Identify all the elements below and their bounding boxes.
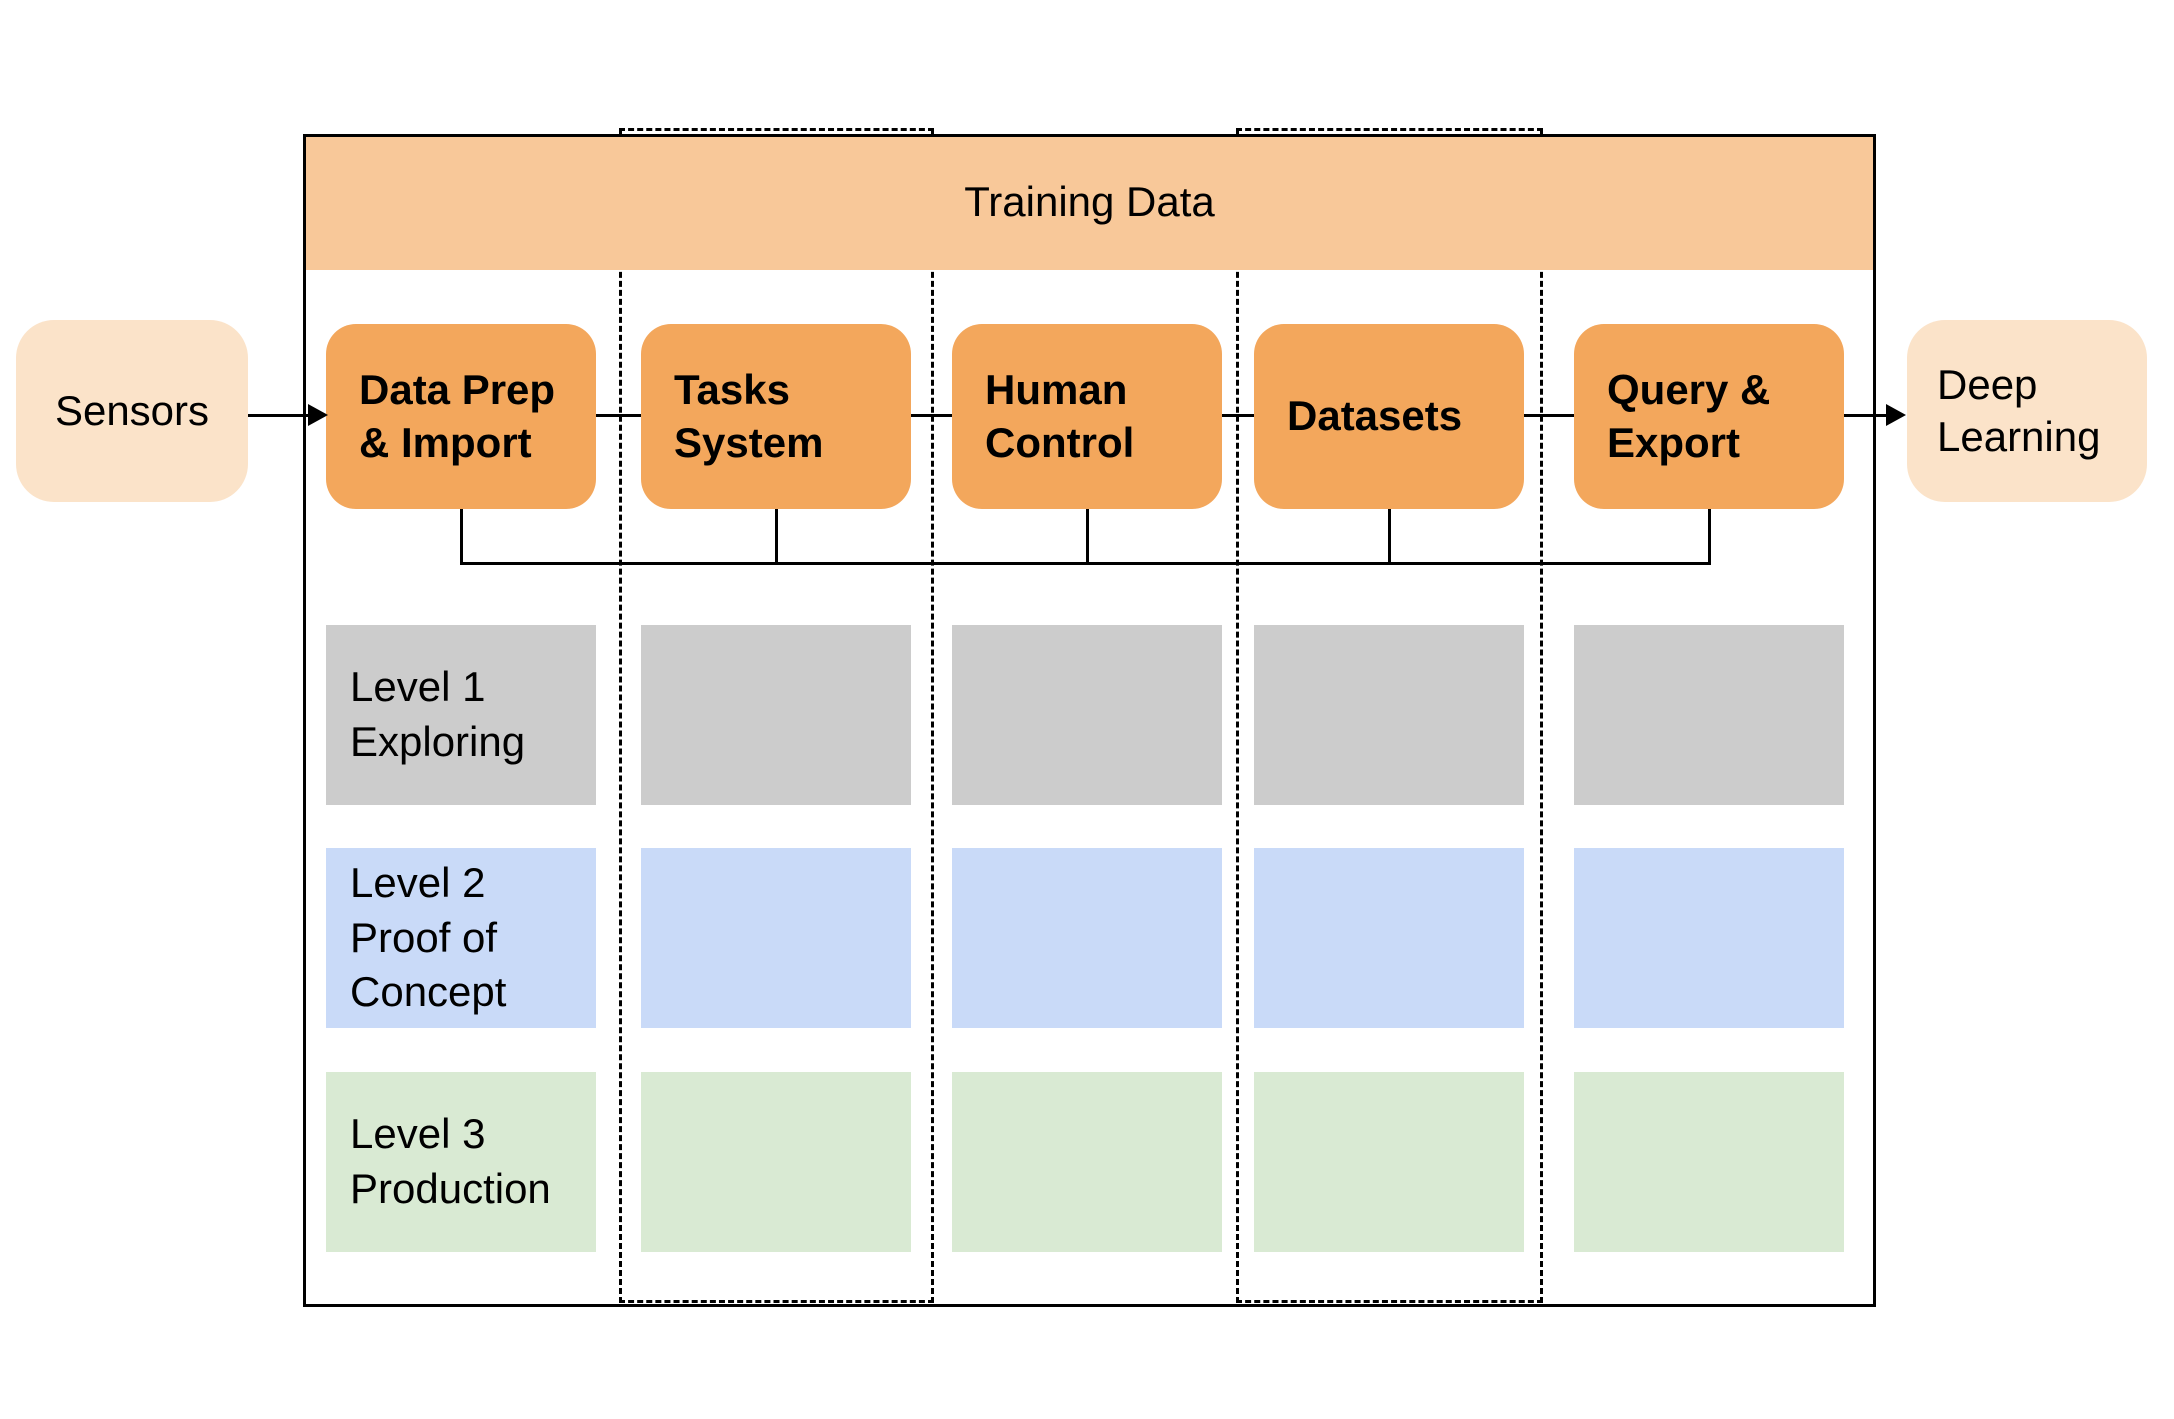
level3-cell bbox=[1254, 1072, 1524, 1252]
dashed-column-tasks-system bbox=[619, 128, 934, 1303]
arrow-deep-learning-head-icon bbox=[1886, 404, 1906, 426]
stage-datasets-label: Datasets bbox=[1287, 392, 1463, 440]
drop-line-stage3 bbox=[1086, 509, 1089, 564]
drop-line-stage1 bbox=[460, 509, 463, 564]
training-data-title: Training Data bbox=[964, 178, 1215, 225]
level1-label: Level 1 Exploring bbox=[350, 663, 526, 765]
stage-datasets: Datasets bbox=[1254, 324, 1524, 509]
stage-query-export-label: Query & Export bbox=[1607, 366, 1771, 466]
stage-tasks-system: Tasks System bbox=[641, 324, 911, 509]
level2-cell bbox=[952, 848, 1222, 1028]
training-data-header: Training Data bbox=[303, 134, 1876, 270]
sensors-label: Sensors bbox=[54, 386, 210, 434]
level2-label: Level 2 Proof of Concept bbox=[350, 859, 507, 1016]
level2-label-cell: Level 2 Proof of Concept bbox=[326, 848, 596, 1028]
level1-cell bbox=[1574, 625, 1844, 805]
drop-line-stage2 bbox=[775, 509, 778, 564]
drop-line-stage4 bbox=[1388, 509, 1391, 564]
stage-tasks-system-label: Tasks System bbox=[674, 366, 824, 466]
stage-data-prep-import-label: Data Prep & Import bbox=[359, 366, 556, 466]
connector-stage1-stage2 bbox=[596, 414, 641, 417]
level3-cell bbox=[1574, 1072, 1844, 1252]
arrow-sensors-line bbox=[248, 414, 310, 417]
sensors-node: Sensors bbox=[16, 320, 248, 502]
level3-label-cell: Level 3 Production bbox=[326, 1072, 596, 1252]
level3-label: Level 3 Production bbox=[350, 1110, 551, 1212]
stage-query-export: Query & Export bbox=[1574, 324, 1844, 509]
stage-human-control-label: Human Control bbox=[985, 366, 1135, 466]
dashed-column-datasets bbox=[1236, 128, 1543, 1303]
level3-cell bbox=[952, 1072, 1222, 1252]
stage-human-control: Human Control bbox=[952, 324, 1222, 509]
level2-cell bbox=[641, 848, 911, 1028]
drop-line-stage5 bbox=[1708, 509, 1711, 564]
deep-learning-node: Deep Learning bbox=[1907, 320, 2147, 502]
arrow-deep-learning-line bbox=[1844, 414, 1888, 417]
level2-cell bbox=[1254, 848, 1524, 1028]
connector-stage4-stage5 bbox=[1524, 414, 1574, 417]
level1-cell bbox=[952, 625, 1222, 805]
arrow-sensors-head-icon bbox=[308, 404, 328, 426]
level1-cell bbox=[1254, 625, 1524, 805]
deep-learning-label: Deep Learning bbox=[1937, 360, 2101, 461]
level3-cell bbox=[641, 1072, 911, 1252]
stage-data-prep-import: Data Prep & Import bbox=[326, 324, 596, 509]
level1-label-cell: Level 1 Exploring bbox=[326, 625, 596, 805]
level1-cell bbox=[641, 625, 911, 805]
bus-line bbox=[460, 562, 1711, 565]
connector-stage2-stage3 bbox=[911, 414, 952, 417]
level2-cell bbox=[1574, 848, 1844, 1028]
connector-stage3-stage4 bbox=[1222, 414, 1254, 417]
